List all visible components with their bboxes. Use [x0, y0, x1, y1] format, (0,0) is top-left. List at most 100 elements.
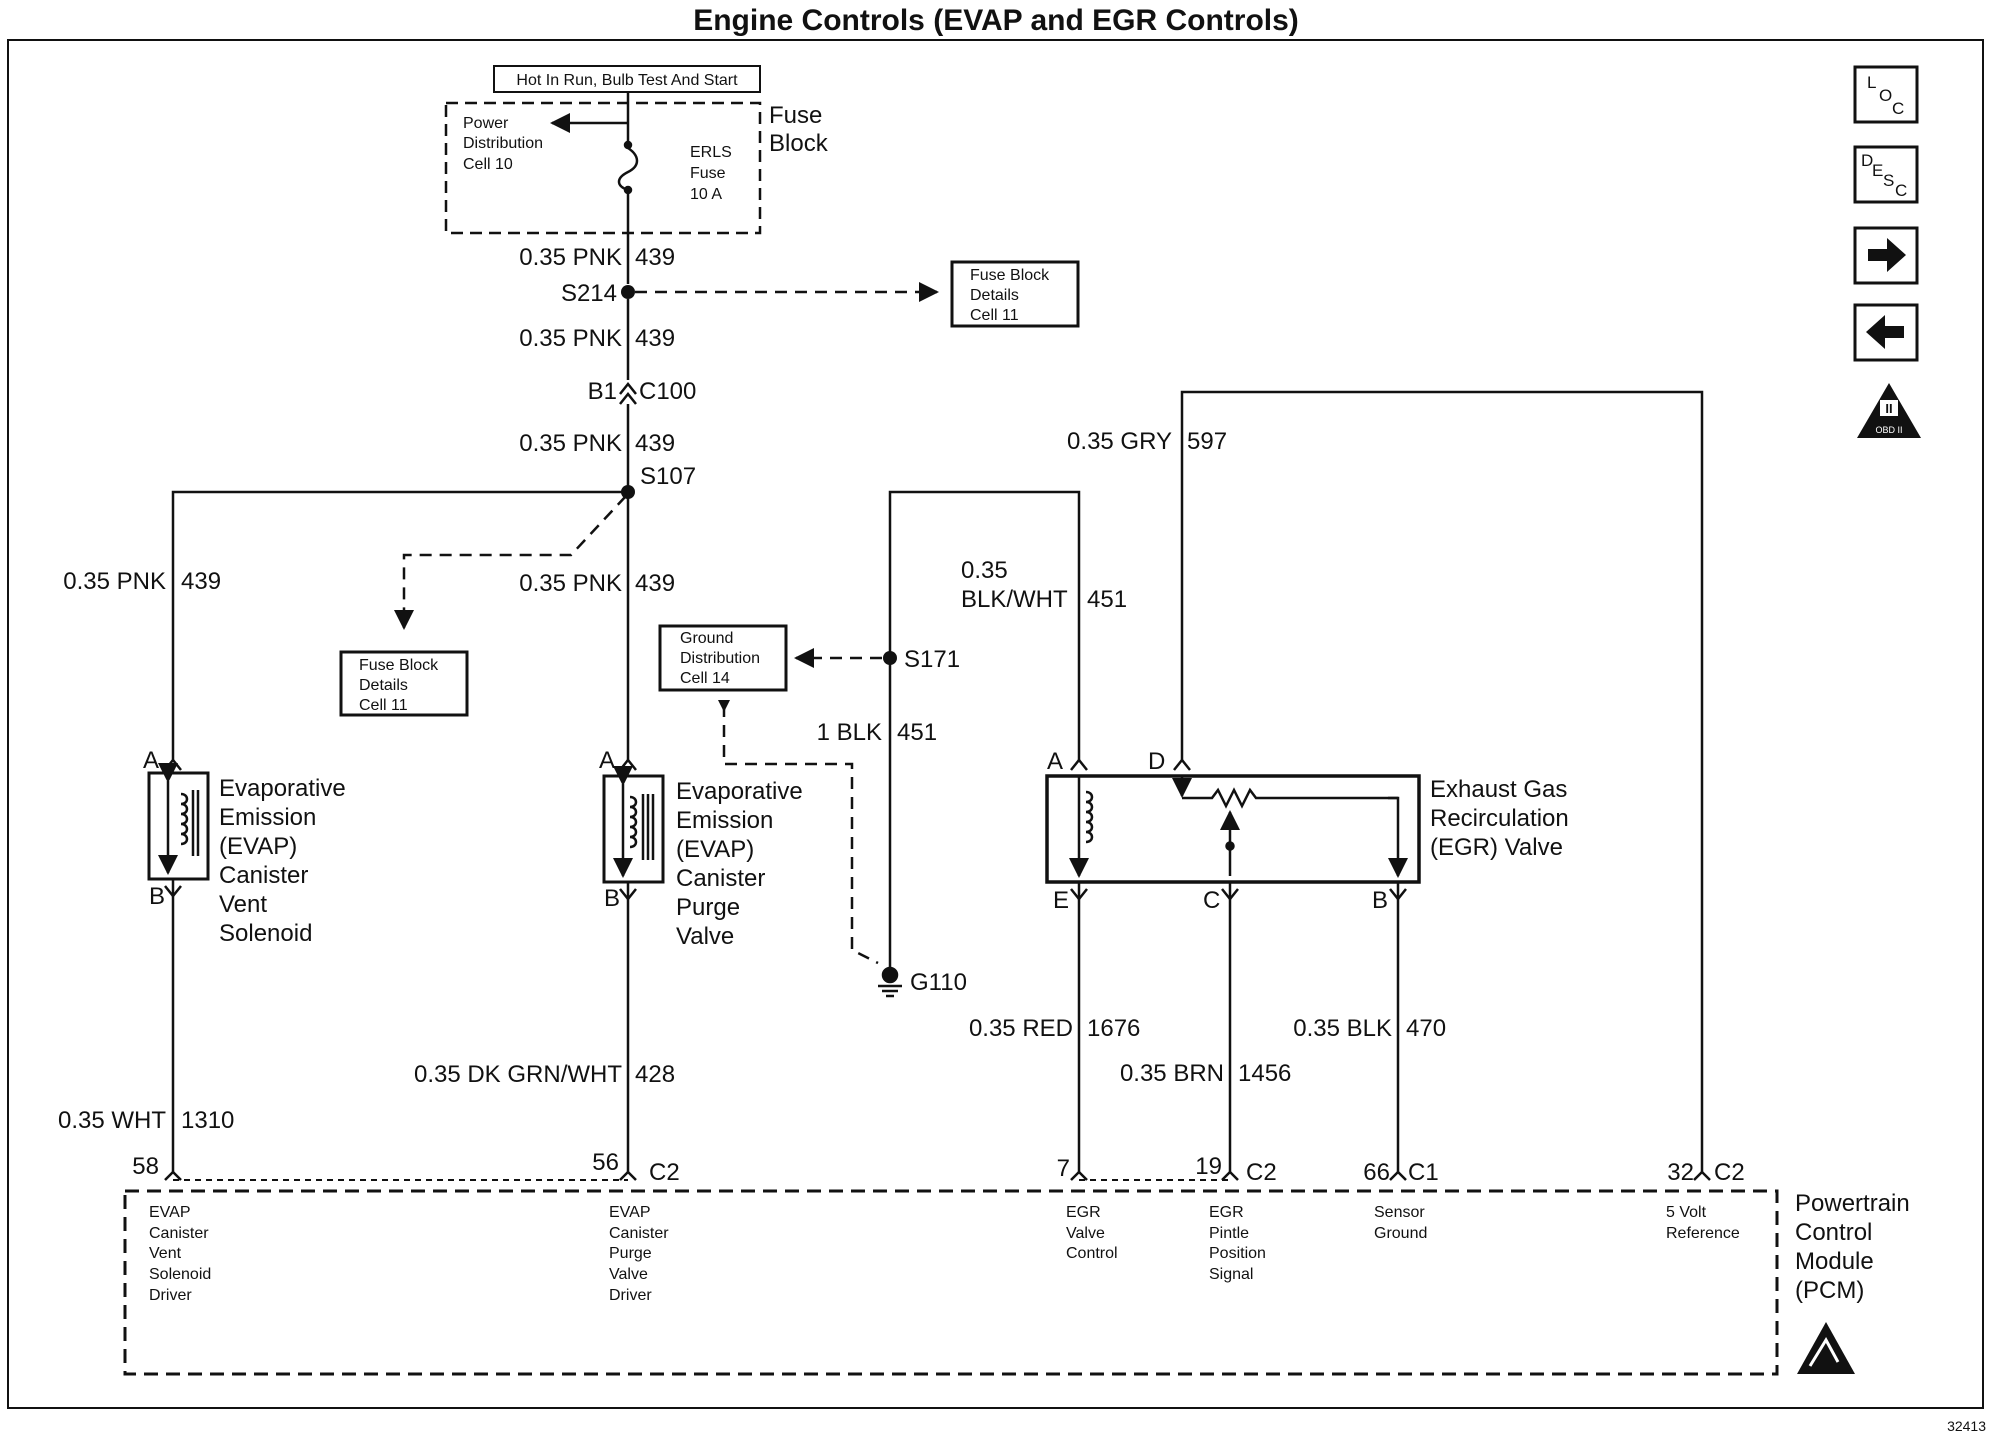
pcm-term-32: 32: [1667, 1159, 1694, 1186]
svg-text:EVAP: EVAP: [609, 1204, 651, 1221]
power-source-box: Hot In Run, Bulb Test And Start: [493, 65, 761, 93]
description-button[interactable]: D E S C: [1853, 145, 1919, 204]
connector-c100: [619, 381, 637, 405]
purge-valve-box: [602, 774, 665, 884]
brn-circuit: 1456: [1238, 1060, 1291, 1087]
pcm-outline: [123, 1189, 1779, 1376]
svg-text:Solenoid: Solenoid: [149, 1266, 211, 1283]
erls-fuse-symbol: [617, 92, 639, 284]
s107-to-fuse-details: [394, 495, 627, 630]
pnk-circuit-2: 439: [635, 325, 675, 352]
dkgrn-size: 0.35 DK GRN/WHT: [414, 1061, 622, 1088]
fuse-details-top-3: Cell 11: [970, 307, 1019, 324]
next-arrow-button[interactable]: [1853, 226, 1919, 285]
egr-pintle-potentiometer: [1172, 776, 1408, 878]
purge-name-4: Canister: [676, 865, 765, 892]
purge-name-6: Valve: [676, 923, 734, 950]
svg-text:EGR: EGR: [1066, 1204, 1101, 1221]
desc-letter-c: C: [1895, 181, 1907, 200]
pnk-branch-vent: [171, 490, 628, 760]
purge-name-1: Evaporative: [676, 778, 803, 805]
pcm-function-egr-control: EGR Valve Control: [1066, 1204, 1118, 1262]
pnk-size-purge: 0.35 PNK: [519, 570, 622, 597]
ground-dist-3: Cell 14: [680, 670, 730, 687]
svg-text:Driver: Driver: [149, 1287, 192, 1304]
pcm-name-2: Control: [1795, 1219, 1872, 1246]
desc-letter-s: S: [1883, 171, 1894, 190]
vent-name-4: Canister: [219, 862, 308, 889]
location-button[interactable]: L O C: [1853, 65, 1919, 124]
diagram-frame: [7, 39, 1984, 1409]
fuse-details-top-2: Details: [970, 287, 1019, 304]
obd-ii-button[interactable]: II OBD II: [1857, 383, 1921, 438]
diagram-title: Engine Controls (EVAP and EGR Controls): [693, 4, 1299, 37]
svg-text:Pintle: Pintle: [1209, 1225, 1249, 1242]
gry-circuit: 597: [1187, 428, 1227, 455]
gry-wire: [1180, 390, 1704, 1172]
pcm-name-4: (PCM): [1795, 1277, 1864, 1304]
red-size: 0.35 RED: [969, 1015, 1073, 1042]
splice-s171: S171: [904, 646, 960, 673]
power-source-label: Hot In Run, Bulb Test And Start: [516, 72, 738, 89]
right-arrow-icon: [1868, 238, 1906, 272]
svg-text:Driver: Driver: [609, 1287, 652, 1304]
egr-pin-b: B: [1372, 887, 1388, 914]
pcm-name-3: Module: [1795, 1248, 1874, 1275]
blkwht-wire: [888, 490, 1081, 970]
blkwht-circuit: 451: [1087, 586, 1127, 613]
purge-name-3: (EVAP): [676, 836, 754, 863]
egr-name-2: Recirculation: [1430, 805, 1569, 832]
fuse-block-label-1: Fuse: [769, 102, 822, 129]
pcm-function-sensor-ground: Sensor Ground: [1374, 1204, 1427, 1242]
pcm-c1-66: C1: [1408, 1159, 1439, 1186]
c100-name: C100: [639, 378, 696, 405]
pnk-size-1: 0.35 PNK: [519, 244, 622, 271]
pdc-label-1: Power: [463, 115, 509, 132]
blk-circuit: 451: [897, 719, 937, 746]
vent-name-5: Vent: [219, 891, 267, 918]
pnk-circuit-purge: 439: [635, 570, 675, 597]
vent-name-3: (EVAP): [219, 833, 297, 860]
pcm-c2-19: C2: [1246, 1159, 1277, 1186]
ground-dist-marker: [718, 700, 730, 712]
svg-text:Valve: Valve: [1066, 1225, 1105, 1242]
fuse-block-label-2: Block: [769, 130, 829, 157]
ground-dist-2: Distribution: [680, 650, 760, 667]
pcm-function-purge: EVAP Canister Purge Valve Driver: [609, 1204, 669, 1304]
purge-valve-coil: [613, 766, 655, 878]
svg-text:EVAP: EVAP: [149, 1204, 191, 1221]
egr-connector-a: [1070, 757, 1088, 771]
pcm-function-vent: EVAP Canister Vent Solenoid Driver: [149, 1204, 211, 1304]
vent-connector-a: [164, 757, 182, 771]
vent-pin-b: B: [149, 883, 165, 910]
wht-size: 0.35 WHT: [58, 1107, 166, 1134]
fuse-block-outline: [444, 101, 762, 235]
blk470-size: 0.35 BLK: [1293, 1015, 1392, 1042]
purge-pin-b: B: [604, 885, 620, 912]
fuse-details-left-3: Cell 11: [359, 697, 408, 714]
svg-text:Vent: Vent: [149, 1245, 182, 1262]
egr-valve-box: [1045, 774, 1421, 884]
ground-dist-1: Ground: [680, 630, 733, 647]
egr-name-1: Exhaust Gas: [1430, 776, 1567, 803]
brn-size: 0.35 BRN: [1120, 1060, 1224, 1087]
previous-arrow-button[interactable]: [1853, 303, 1919, 362]
splice-s107: S107: [640, 463, 696, 490]
ground-dist-to-g110: [722, 705, 879, 965]
pdc-label-2: Distribution: [463, 135, 543, 152]
vent-name-1: Evaporative: [219, 775, 346, 802]
svg-text:5 Volt: 5 Volt: [1666, 1204, 1707, 1221]
purge-name-2: Emission: [676, 807, 773, 834]
fuse-label-3: 10 A: [690, 186, 722, 203]
pnk-size-3: 0.35 PNK: [519, 430, 622, 457]
esd-warning-icon: [1797, 1322, 1855, 1374]
vent-solenoid-box: [147, 771, 210, 881]
splice-s214-dot: [621, 285, 635, 299]
pcm-function-egr-pintle: EGR Pintle Position Signal: [1209, 1204, 1266, 1283]
pnk-size-vent: 0.35 PNK: [63, 568, 166, 595]
pcm-term-58: 58: [132, 1153, 159, 1180]
pnk-circuit-vent: 439: [181, 568, 221, 595]
loc-letter-l: L: [1867, 73, 1876, 92]
fuse-details-ref-left: Fuse Block Details Cell 11: [339, 650, 469, 717]
